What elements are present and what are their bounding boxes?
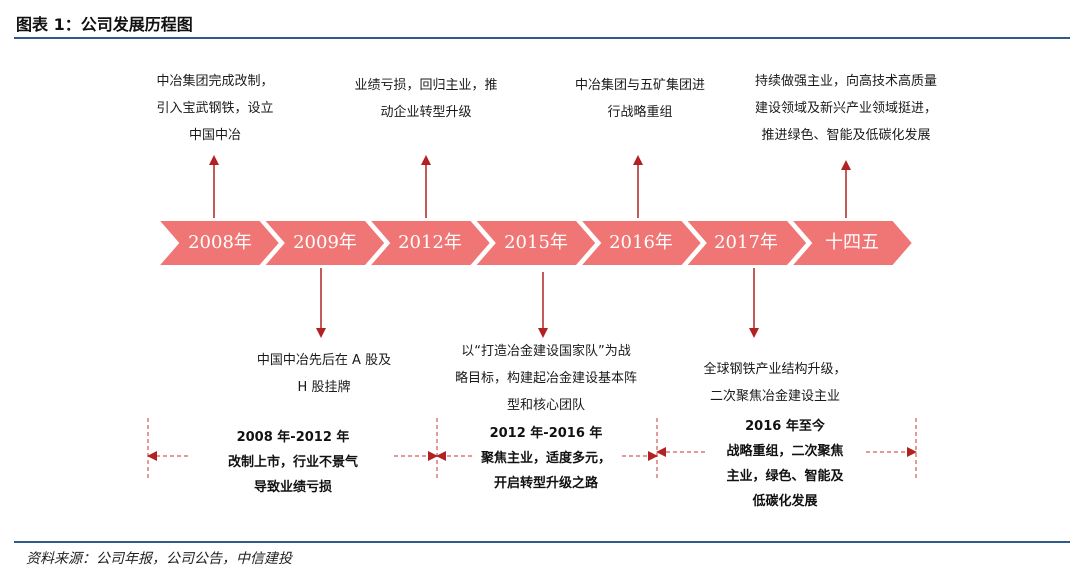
period-heading: 2008 年-2012 年 — [236, 430, 350, 445]
timeline-chevron — [366, 219, 493, 267]
event-line: 全球钢铁产业结构升级， — [703, 362, 847, 377]
timeline-chevron — [788, 219, 915, 267]
period-line: 导致业绩亏损 — [253, 480, 332, 495]
period-line: 聚焦主业，适度多元， — [480, 451, 611, 466]
event-line: 动企业转型升级 — [380, 105, 472, 120]
source-note: 资料来源：公司年报，公司公告，中信建投 — [26, 551, 292, 567]
step-label-2012: 2012年 — [398, 232, 462, 253]
step-label-2009: 2009年 — [293, 232, 357, 253]
event-line: 中冶集团与五矿集团进 — [574, 78, 705, 93]
step-label-2008: 2008年 — [188, 232, 252, 253]
event-line: H 股挂牌 — [297, 380, 351, 395]
event-2016: 中冶集团与五矿集团进 行战略重组 — [545, 72, 735, 126]
timeline-chevron — [155, 219, 282, 267]
event-line: 推进绿色、智能及低碳化发展 — [761, 128, 931, 143]
period-heading: 2012 年-2016 年 — [489, 426, 603, 441]
period-line: 战略重组，二次聚焦 — [726, 444, 844, 459]
event-line: 业绩亏损，回归主业，推 — [354, 78, 498, 93]
timeline-chevron — [577, 219, 704, 267]
event-line: 建设领域及新兴产业领域挺进， — [754, 101, 937, 116]
period-line: 开启转型升级之路 — [493, 476, 598, 491]
event-2017: 全球钢铁产业结构升级， 二次聚焦冶金建设主业 — [670, 356, 880, 410]
event-line: 二次聚焦冶金建设主业 — [709, 389, 840, 404]
event-line: 中国中冶先后在 A 股及 — [256, 353, 392, 368]
bottom-rule — [14, 541, 1070, 543]
step-label-2015: 2015年 — [504, 232, 568, 253]
period-line: 低碳化发展 — [752, 494, 818, 509]
step-label-2016: 2016年 — [609, 232, 673, 253]
event-line: 略目标，构建起冶金建设基本阵 — [454, 371, 637, 386]
event-line: 引入宝武钢铁，设立 — [156, 101, 274, 116]
period-2016-now: 2016 年至今 战略重组，二次聚焦 主业，绿色、智能及 低碳化发展 — [705, 414, 865, 514]
event-14th-fyp: 持续做强主业，向高技术高质量 建设领域及新兴产业领域挺进， 推进绿色、智能及低碳… — [728, 68, 964, 149]
figure-title: 图表 1：公司发展历程图 — [16, 15, 193, 34]
period-2008-2012: 2008 年-2012 年 改制上市，行业不景气 导致业绩亏损 — [196, 425, 390, 500]
timeline-chevron — [472, 219, 598, 267]
period-line: 改制上市，行业不景气 — [227, 455, 358, 470]
timeline-chevron — [683, 219, 809, 267]
event-2012: 业绩亏损，回归主业，推 动企业转型升级 — [318, 72, 534, 126]
step-label-2017: 2017年 — [714, 232, 778, 253]
period-heading: 2016 年至今 — [745, 419, 825, 434]
event-2015: 以“打造冶金建设国家队”为战 略目标，构建起冶金建设基本阵 型和核心团队 — [428, 338, 664, 419]
period-2012-2016: 2012 年-2016 年 聚焦主业，适度多元， 开启转型升级之路 — [470, 421, 622, 496]
top-rule — [14, 37, 1070, 39]
event-line: 型和核心团队 — [506, 398, 585, 413]
event-line: 以“打造冶金建设国家队”为战 — [461, 344, 631, 359]
event-line: 行战略重组 — [607, 105, 673, 120]
event-line: 中冶集团完成改制， — [156, 74, 274, 89]
period-line: 主业，绿色、智能及 — [726, 469, 844, 484]
event-2008: 中冶集团完成改制， 引入宝武钢铁，设立 中国中冶 — [120, 68, 310, 149]
event-line: 持续做强主业，向高技术高质量 — [754, 74, 937, 89]
step-label-14th-fyp: 十四五 — [825, 232, 879, 253]
timeline-chevron — [261, 219, 387, 267]
event-line: 中国中冶 — [188, 128, 241, 143]
event-2009: 中国中冶先后在 A 股及 H 股挂牌 — [224, 347, 424, 401]
